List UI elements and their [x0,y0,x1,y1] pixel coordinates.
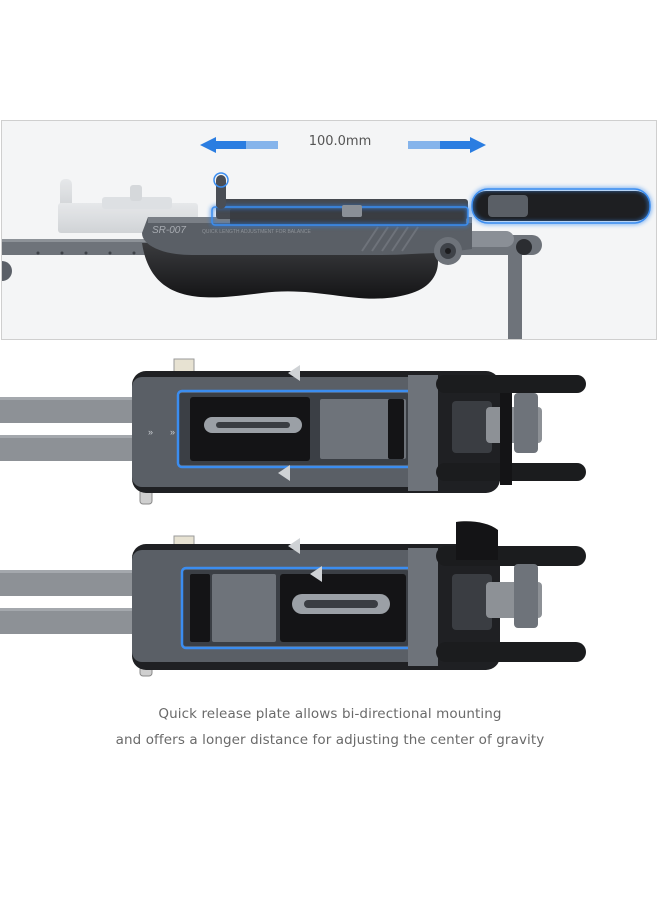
shoulder-pad [142,243,438,299]
arrow-left-icon [200,137,278,153]
top-view-forward-illustration: » » [0,358,586,505]
measurement-label: 100.0mm [308,134,372,149]
svg-text:»: » [170,427,175,437]
support-post [508,245,522,339]
side-view-panel: SR-007 QUICK LENGTH ADJUSTMENT FOR BALAN… [1,120,657,340]
top-view-reverse-illustration [0,521,586,677]
lever [216,175,226,209]
arrow-right-icon [408,137,486,153]
svg-text:»: » [148,427,153,437]
strap-upper [0,570,140,596]
strap-lower [0,608,140,634]
rod-lower [436,642,586,662]
rod-upper [436,375,586,393]
model-engraving: SR-007 [152,225,186,236]
caption-line-2: and offers a longer distance for adjusti… [115,732,545,748]
caption-line-1: Quick release plate allows bi-directiona… [158,706,502,722]
strap-lower [0,435,140,461]
engraving-text: QUICK LENGTH ADJUSTMENT FOR BALANCE [202,229,311,235]
top-view-forward: » » [0,355,660,510]
side-view-illustration: SR-007 QUICK LENGTH ADJUSTMENT FOR BALAN… [2,137,652,339]
top-view-reverse [0,520,660,680]
strap-upper [0,397,140,423]
